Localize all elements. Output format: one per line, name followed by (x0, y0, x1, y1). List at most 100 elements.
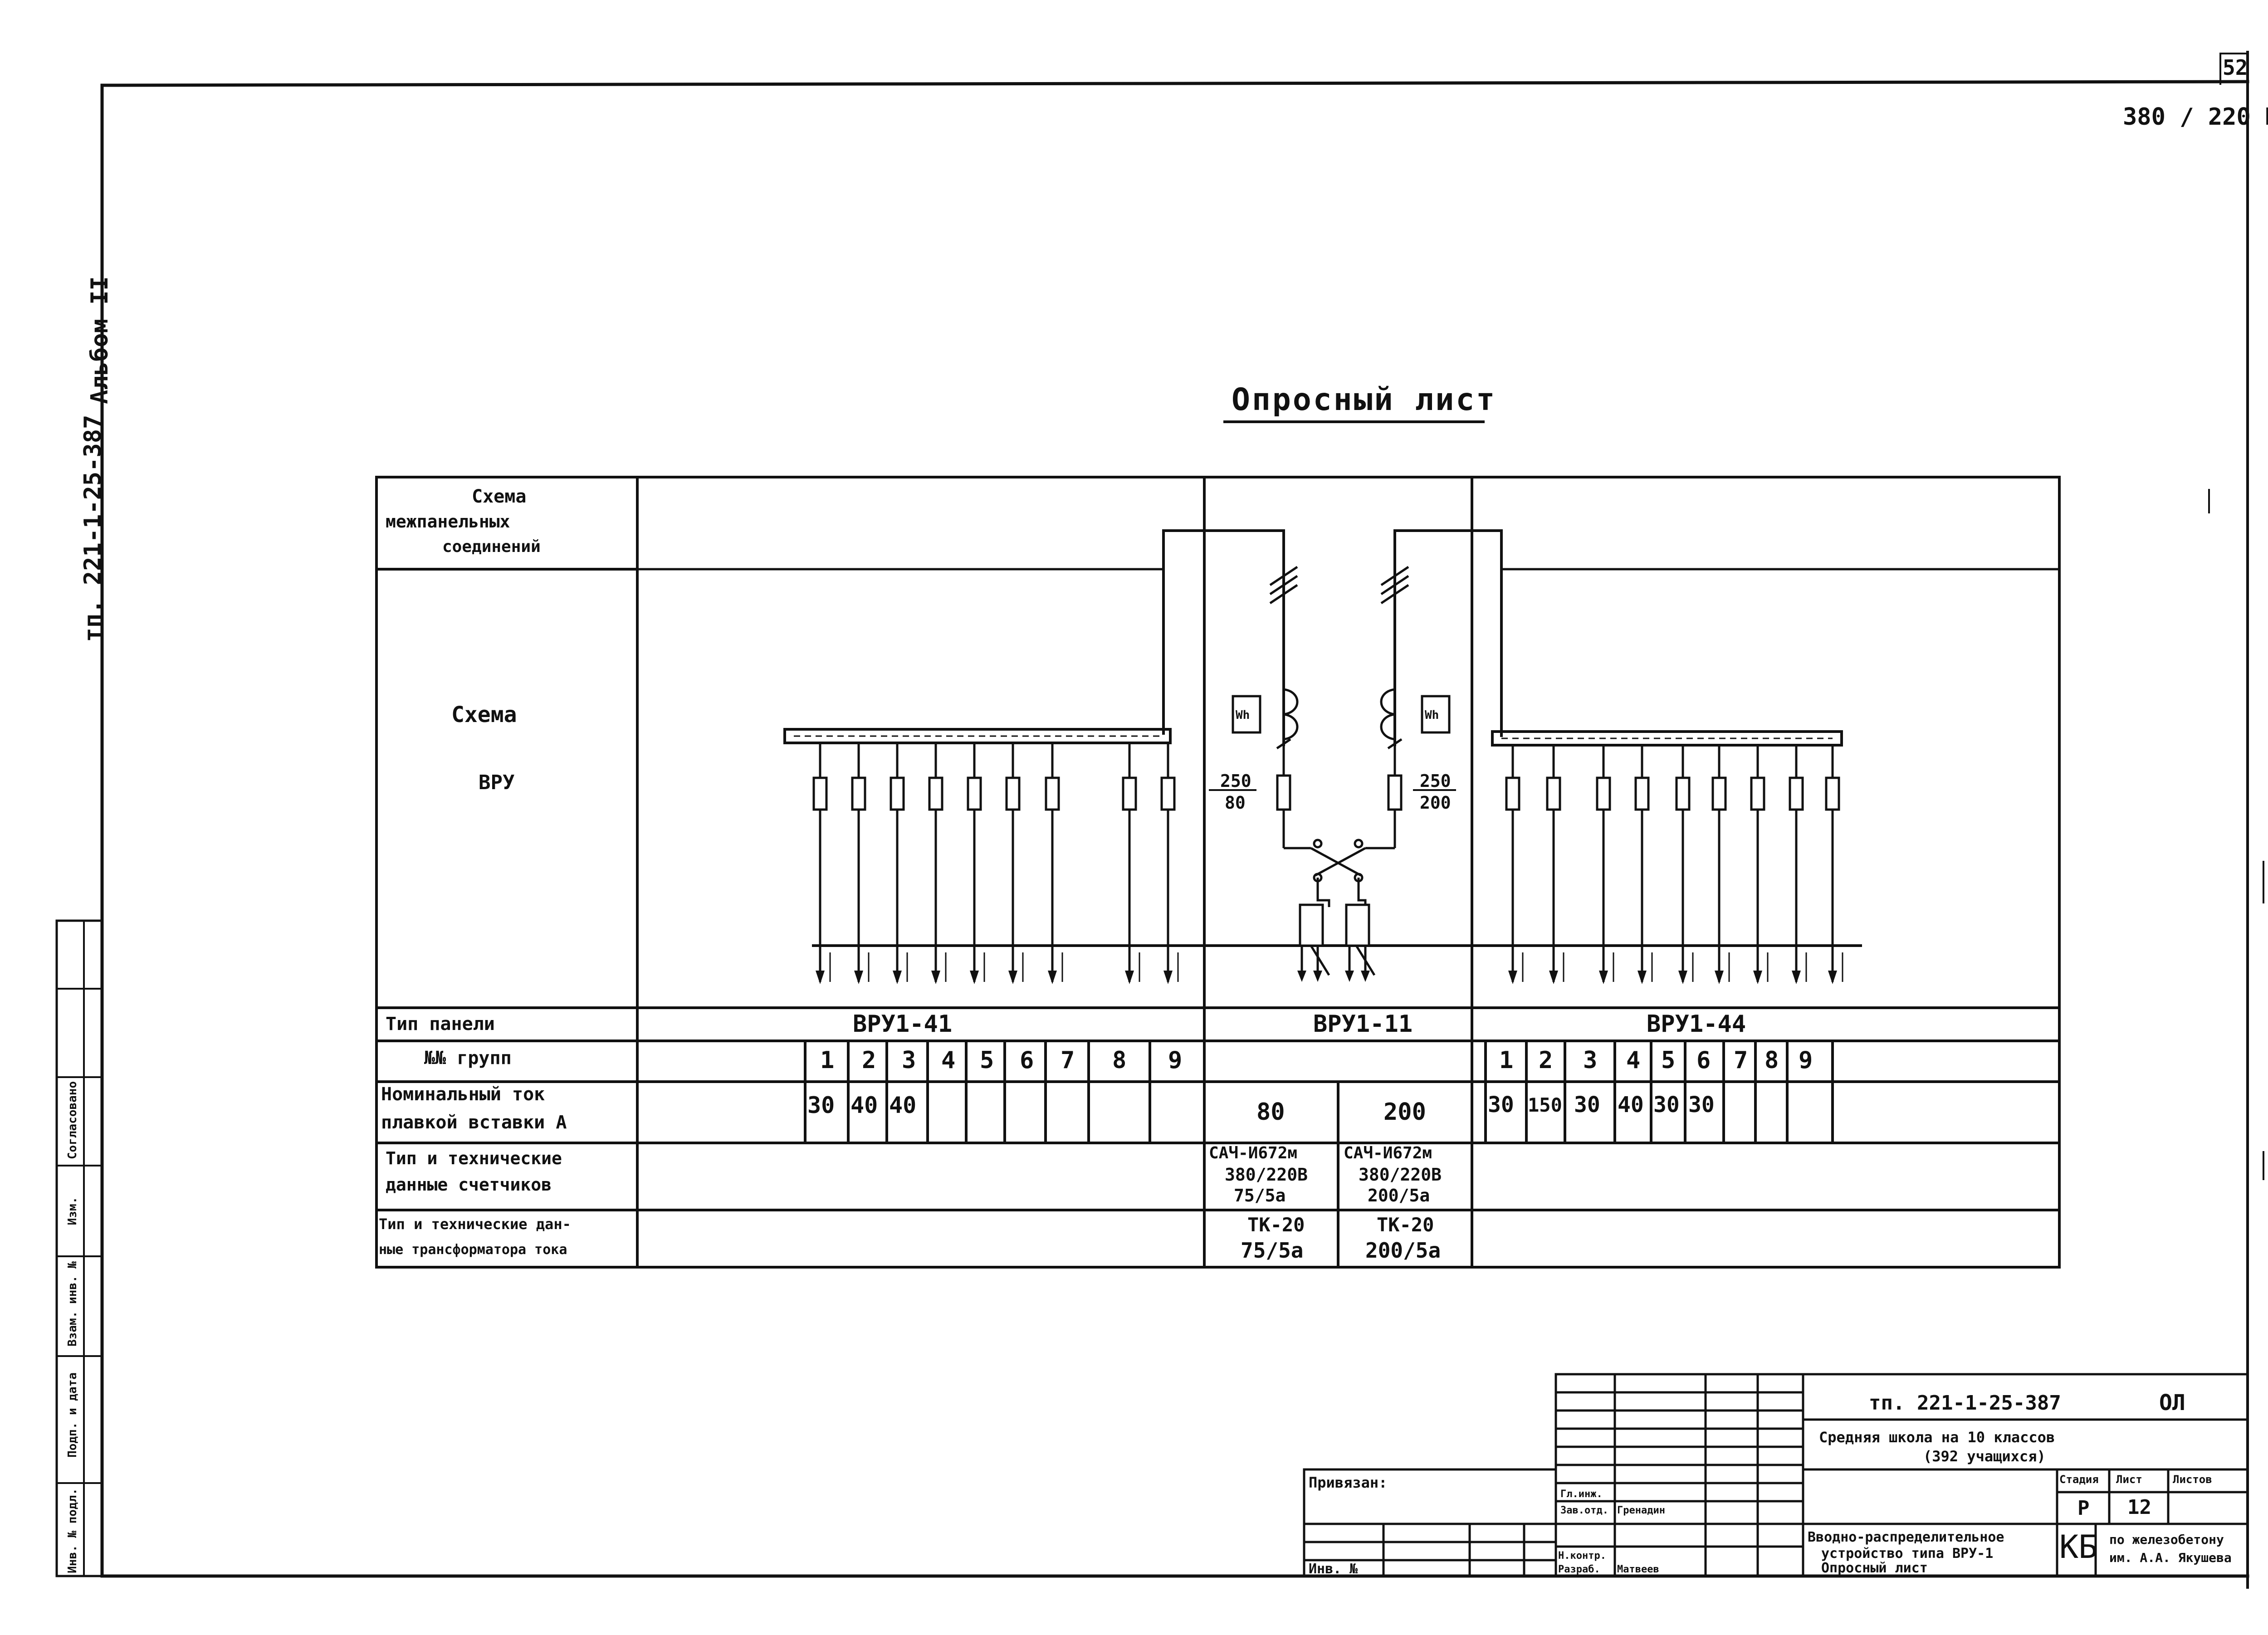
fuse-current: 30 (1688, 1092, 1715, 1118)
label-fuse-current-1: Номинальный ток (381, 1084, 545, 1105)
label-scheme-1: Схема (451, 702, 517, 727)
page-title: Опросный лист (1232, 382, 1497, 418)
fuse-current: 40 (850, 1092, 878, 1118)
voltage-label: 380 / 220 В (2123, 103, 2268, 131)
description-line: Вводно-распределительное (1808, 1529, 2004, 1545)
stage-header: Стадия (2059, 1473, 2099, 1486)
fuse-current-middle: 200 (1383, 1098, 1426, 1126)
panel-type-left: ВРУ1-41 (853, 1010, 953, 1038)
right-busbar (1491, 730, 1843, 747)
label-group-numbers: №№ групп (424, 1048, 512, 1069)
frame-top-line (100, 80, 2249, 87)
sheets-header: Листов (2173, 1473, 2212, 1486)
group-number: 9 (1799, 1047, 1813, 1074)
group-number: 9 (1168, 1047, 1183, 1074)
role-label: Гл.инж. (1560, 1489, 1603, 1500)
org-abbr: КБ (2059, 1528, 2098, 1566)
label-interpanel-3: соединений (442, 537, 541, 556)
fuse-current: 30 (1488, 1092, 1514, 1118)
label-meter-data-2: данные счетчиков (386, 1175, 552, 1195)
transformer-ratio: 200/5а (1365, 1238, 1441, 1263)
group-number: 3 (1583, 1047, 1598, 1074)
fuse-current: 30 (807, 1092, 835, 1118)
label-interpanel-2: межпанельных (386, 512, 510, 532)
group-number: 4 (941, 1047, 956, 1074)
fuse-current: 30 (1574, 1092, 1600, 1118)
group-number: 2 (862, 1047, 876, 1074)
side-stamp-label: Подп. и дата (66, 1372, 79, 1458)
stage-value: Р (2077, 1497, 2090, 1520)
group-number: 6 (1696, 1047, 1711, 1074)
panel-type-middle: ВРУ1-11 (1313, 1010, 1413, 1038)
left-busbar (783, 728, 1172, 744)
album-label-vertical: Альбом II (86, 276, 113, 404)
fuse-current: 30 (1653, 1092, 1680, 1118)
ratio-numerator: 250 (1420, 771, 1451, 791)
meter-voltage: 380/220В (1359, 1165, 1442, 1185)
doc-code-suffix: ОЛ (2159, 1390, 2185, 1415)
group-number: 8 (1765, 1047, 1779, 1074)
group-number: 5 (1661, 1047, 1676, 1074)
label-panel-type: Тип панели (386, 1014, 495, 1035)
side-stamp-label: Взам. инв. № (66, 1261, 79, 1347)
meter-type: САЧ-И672м (1344, 1144, 1432, 1162)
side-stamp (55, 919, 103, 1577)
fuse-current: 150 (1528, 1094, 1562, 1116)
meter-current: 75/5а (1234, 1186, 1286, 1206)
panel-type-right: ВРУ1-44 (1647, 1010, 1746, 1038)
sheet-header: Лист (2116, 1473, 2142, 1486)
transformer-type: ТК-20 (1247, 1214, 1305, 1236)
meter-type: САЧ-И672м (1209, 1144, 1298, 1162)
label-scheme-2: ВРУ (479, 771, 515, 794)
label-meter-data-1: Тип и технические (386, 1148, 562, 1168)
fuse-current: 40 (889, 1092, 917, 1118)
side-stamp-label: Инв. № подл. (66, 1488, 79, 1573)
group-number: 5 (980, 1047, 994, 1074)
role-name: Матвеев (1617, 1564, 1659, 1575)
role-label: Зав.отд. (1560, 1505, 1608, 1516)
group-number: 7 (1061, 1047, 1075, 1074)
group-number: 1 (820, 1047, 835, 1074)
title-block (1303, 1373, 2249, 1577)
role-label: Разраб. (1558, 1564, 1600, 1575)
meter-voltage: 380/220В (1225, 1165, 1308, 1185)
role-label: Н.контр. (1558, 1550, 1606, 1562)
ratio-denominator: 200 (1420, 793, 1451, 813)
fuse-current: 40 (1618, 1092, 1644, 1118)
group-number: 1 (1499, 1047, 1514, 1074)
doc-code: тп. 221-1-25-387 (1869, 1391, 2061, 1415)
description-line: Опросный лист (1821, 1560, 1928, 1576)
meter-symbol-right: Wh (1425, 708, 1439, 722)
privyazan-label: Привязан: (1309, 1474, 1388, 1491)
side-stamp-label: Изм. (66, 1196, 79, 1225)
sheet-value: 12 (2127, 1496, 2151, 1519)
transformer-type: ТК-20 (1377, 1214, 1434, 1236)
group-number: 7 (1734, 1047, 1748, 1074)
role-name: Гренадин (1617, 1505, 1665, 1516)
school-capacity: (392 учащихся) (1923, 1448, 2046, 1465)
group-number: 3 (902, 1047, 916, 1074)
org-name: по железобетону (2109, 1532, 2224, 1547)
ratio-denominator: 80 (1225, 793, 1246, 813)
project-code-vertical: тп. 221-1-25-387 (79, 415, 107, 642)
group-number: 6 (1020, 1047, 1034, 1074)
vru-schematic (783, 529, 1862, 984)
label-transformer-data-1: Тип и технические дан- (379, 1215, 571, 1233)
transformer-ratio: 75/5а (1241, 1238, 1304, 1263)
group-number: 8 (1112, 1047, 1127, 1074)
org-name: им. А.А. Якушева (2109, 1550, 2232, 1565)
school-name: Средняя школа на 10 классов (1819, 1429, 2055, 1446)
label-transformer-data-2: ные трансформатора тока (379, 1242, 567, 1258)
meter-current: 200/5а (1368, 1186, 1430, 1206)
label-fuse-current-2: плавкой вставки А (381, 1112, 567, 1133)
inv-label: Инв. № (1309, 1561, 1358, 1577)
group-number: 4 (1626, 1047, 1641, 1074)
ratio-numerator: 250 (1220, 771, 1251, 791)
sheet-number: 52 (2223, 55, 2248, 80)
side-stamp-label: Согласовано (66, 1081, 79, 1160)
meter-symbol-left: Wh (1236, 708, 1250, 722)
fuse-current-middle: 80 (1256, 1098, 1285, 1126)
